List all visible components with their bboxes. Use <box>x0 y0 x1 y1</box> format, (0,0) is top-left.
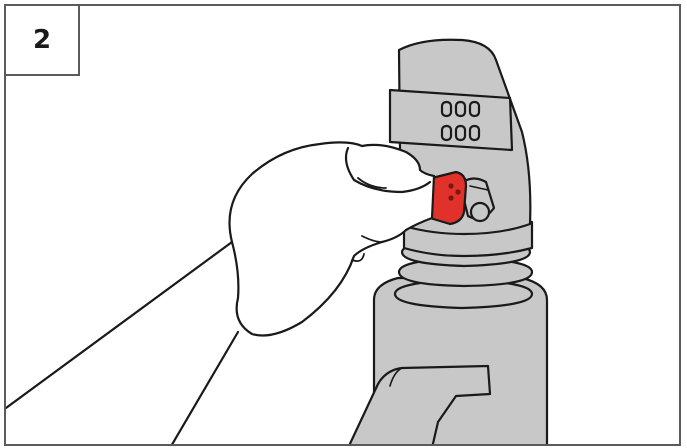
safety-pin-tab-icon <box>430 172 466 224</box>
step-number-badge: 2 <box>6 6 80 76</box>
instruction-panel: 2 <box>4 4 681 446</box>
pressure-gauge-icon <box>390 90 512 150</box>
illustration <box>6 6 681 446</box>
step-number: 2 <box>33 25 51 55</box>
